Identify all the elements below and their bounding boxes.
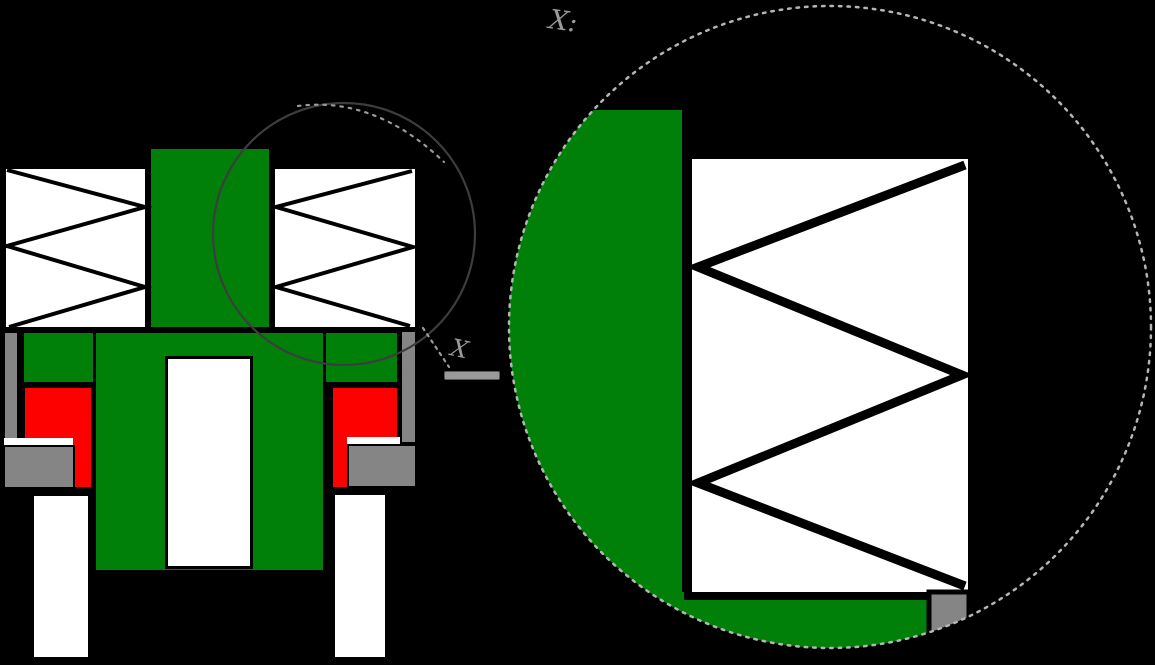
terminal-block-right xyxy=(347,444,417,488)
magnifier-circle xyxy=(507,4,1153,650)
detail-gray-corner xyxy=(926,589,972,640)
detail-core-green xyxy=(509,110,928,648)
detail-winding-box xyxy=(692,159,968,592)
detail-view xyxy=(509,101,976,648)
detail-core-right-edge xyxy=(682,105,691,592)
label-x-bottom: X xyxy=(448,333,471,365)
detail-winding-zigzag xyxy=(685,160,974,591)
mount-leg-right xyxy=(332,492,388,660)
detail-core-top-edge xyxy=(596,101,704,110)
shield-strip-left xyxy=(3,331,19,444)
label-x-top: X: xyxy=(546,4,580,39)
detail-winding-frame xyxy=(684,151,976,600)
terminal-block-left xyxy=(3,445,75,489)
mount-leg-left xyxy=(31,493,91,660)
gap-strip-left xyxy=(4,438,73,445)
gap-strip-right xyxy=(347,437,400,444)
winding-box-right xyxy=(272,166,418,330)
label-underline-bar xyxy=(444,371,500,380)
leader-line-top xyxy=(296,103,446,164)
shield-strip-right xyxy=(400,330,417,444)
core-window xyxy=(165,356,253,569)
winding-box-left xyxy=(3,166,148,330)
core-center-column xyxy=(148,146,272,330)
leader-line-bottom xyxy=(421,326,451,369)
